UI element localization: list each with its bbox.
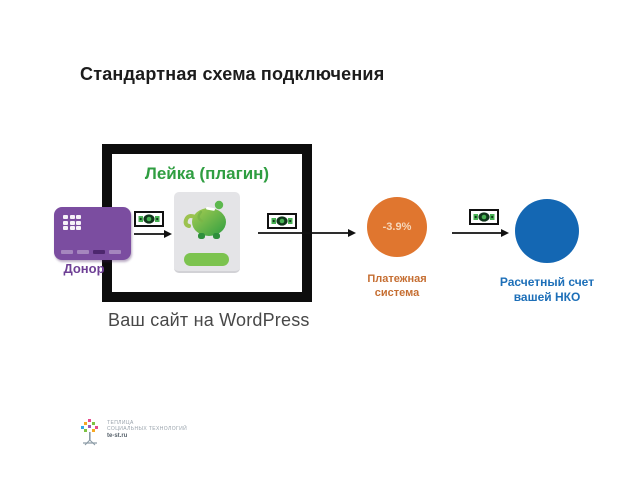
arrow-right-icon [134, 230, 172, 238]
footer-site-url: te-st.ru [107, 433, 128, 439]
plugin-label: Лейка (плагин) [144, 164, 270, 183]
donor-label: Донор [63, 261, 105, 276]
card-number-placeholder [61, 250, 121, 254]
footer-org-line2: СОЦИАЛЬНЫХ ТЕХНОЛОГИЙ [107, 426, 188, 432]
nko-account-label: Расчетный счет вашей НКО [499, 275, 595, 304]
money-bill-icon [469, 209, 499, 225]
payment-system-circle: -3.9% [367, 197, 427, 257]
footer-org-line1: ТЕПЛИЦА [107, 420, 134, 426]
footer-logo: ТЕПЛИЦА СОЦИАЛЬНЫХ ТЕХНОЛОГИЙ te-st.ru [80, 418, 187, 448]
teplitsa-tree-icon [81, 419, 98, 446]
donate-button-shape [184, 253, 229, 266]
wordpress-site-caption: Ваш сайт на WordPress [108, 310, 310, 330]
payment-fee: -3.9% [382, 221, 412, 233]
money-bill-icon [267, 213, 297, 229]
card-chip-icon [63, 215, 81, 230]
slide-title: Стандартная схема подключения [80, 64, 385, 84]
arrow-right-icon [258, 229, 356, 237]
elephant-piggy-bank-icon [183, 200, 226, 239]
money-bill-icon [134, 211, 164, 227]
payment-system-label: Платежная система [367, 273, 427, 299]
bank-card-icon [54, 207, 131, 260]
plugin-form-card [174, 192, 240, 273]
arrow-right-icon [452, 229, 509, 237]
nko-account-circle [515, 199, 579, 263]
footer-logo-text: ТЕПЛИЦА СОЦИАЛЬНЫХ ТЕХНОЛОГИЙ te-st.ru [107, 418, 187, 448]
